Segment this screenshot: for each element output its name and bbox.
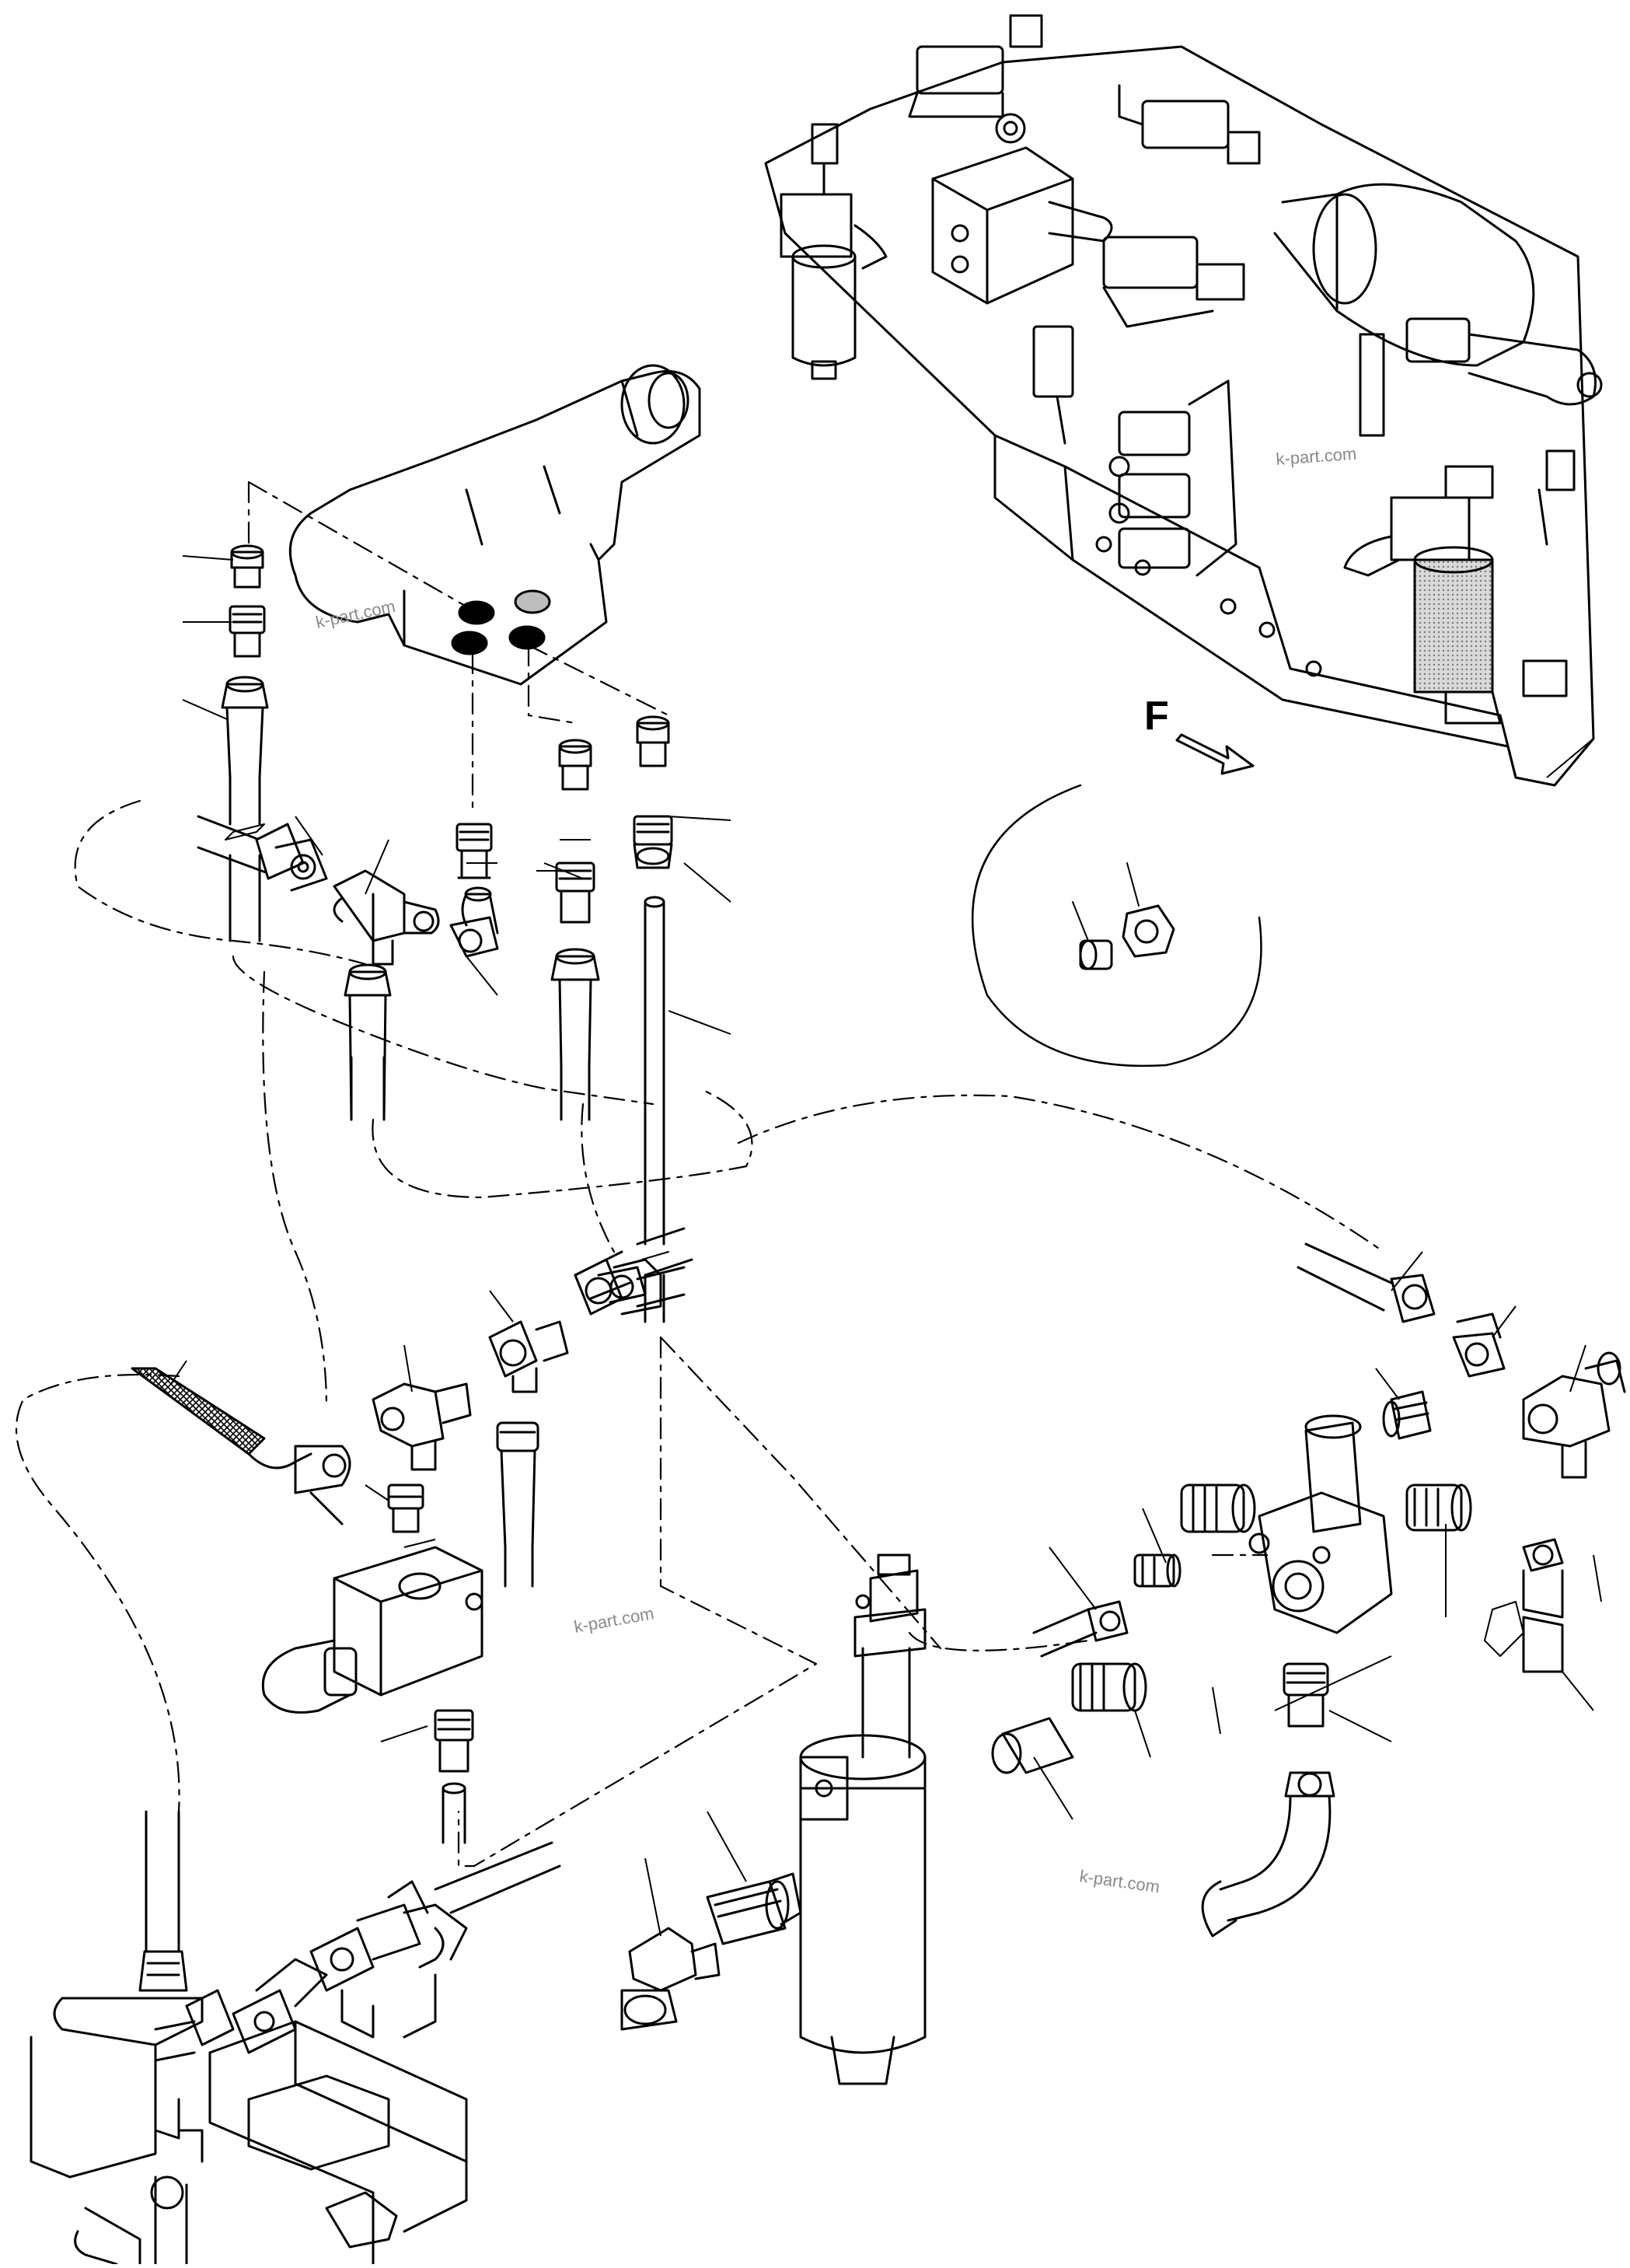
hose-assembly-upper-left bbox=[197, 815, 328, 892]
top-solenoid-valves bbox=[908, 14, 1261, 577]
elbow-bottom-center bbox=[620, 1927, 721, 2031]
hose-right-upper bbox=[1297, 1242, 1436, 1323]
hose-center-right bbox=[1032, 1600, 1129, 1658]
nipple-center-right bbox=[1133, 1553, 1181, 1588]
nipple-right bbox=[1382, 1390, 1432, 1440]
port-4 bbox=[508, 625, 546, 650]
hose-bottom-left bbox=[138, 1810, 188, 1992]
hose-end-1 bbox=[221, 676, 269, 779]
frame-plate bbox=[764, 45, 1595, 787]
nipple-fitting bbox=[387, 1483, 424, 1533]
watermark-group: k-part.com k-part.com k-part.com k-part.… bbox=[314, 444, 1357, 1897]
fitting-stack-right bbox=[633, 715, 673, 1323]
flexible-hose-mesh bbox=[131, 1367, 351, 1525]
direction-label-f: F bbox=[1144, 694, 1169, 739]
hose-center-horizontal bbox=[574, 1227, 693, 1304]
port-1 bbox=[458, 600, 495, 625]
elbow-fitting-upper bbox=[449, 886, 499, 958]
detail-nut bbox=[1122, 904, 1175, 958]
rigid-tube bbox=[644, 900, 665, 1246]
tee-right bbox=[1522, 1351, 1626, 1479]
coupling-center bbox=[991, 1662, 1147, 1774]
elbow-hose-bottom-right bbox=[1201, 1771, 1335, 1938]
hose-lower-left-vertical bbox=[344, 963, 392, 1121]
top-filter-left bbox=[780, 123, 888, 380]
elbow-right-upper bbox=[1452, 1312, 1506, 1378]
adapter-right bbox=[1405, 1483, 1472, 1532]
tee-fitting-upper bbox=[333, 869, 440, 966]
machine-assembly-overview bbox=[764, 14, 1603, 787]
adapter-center-right bbox=[1180, 1483, 1256, 1533]
coupling-bottom-center bbox=[706, 1872, 802, 1945]
detail-view-circle bbox=[972, 784, 1262, 1068]
top-motor bbox=[1273, 183, 1603, 437]
nipple-valve-bottom bbox=[1283, 1662, 1329, 1728]
fitting-stack-lower-left bbox=[434, 1709, 474, 1844]
hose-cut-1 bbox=[225, 776, 265, 942]
watermark-2: k-part.com bbox=[1276, 444, 1357, 469]
bottom-left-manifold bbox=[30, 1841, 561, 2266]
fitting-plug-1 bbox=[230, 544, 264, 589]
valve-body-right bbox=[1248, 1414, 1393, 1634]
center-lines bbox=[15, 481, 1385, 1868]
port-3 bbox=[451, 631, 488, 655]
fitting-adapter-1 bbox=[229, 605, 266, 658]
top-filter-right bbox=[1343, 449, 1576, 725]
detail-plug bbox=[1079, 939, 1113, 970]
upper-valve-body bbox=[288, 364, 701, 686]
tee-fitting-mid-left bbox=[372, 1382, 472, 1471]
port-2 bbox=[514, 589, 551, 614]
watermark-4: k-part.com bbox=[1078, 1866, 1161, 1896]
fitting-stack-left bbox=[221, 544, 269, 942]
check-valve-block bbox=[261, 1546, 483, 1714]
top-manifold-block bbox=[931, 113, 1113, 305]
mid-tee-assembly bbox=[488, 1258, 686, 1588]
leader-lines bbox=[170, 555, 1602, 1937]
direction-arrow bbox=[1175, 733, 1255, 775]
fitting-stack-center bbox=[455, 739, 600, 1121]
watermark-3: k-part.com bbox=[573, 1603, 656, 1637]
watermark-1: k-part.com bbox=[314, 596, 397, 632]
hose-end-right-lower bbox=[1484, 1538, 1564, 1673]
center-filter bbox=[799, 1553, 927, 2085]
